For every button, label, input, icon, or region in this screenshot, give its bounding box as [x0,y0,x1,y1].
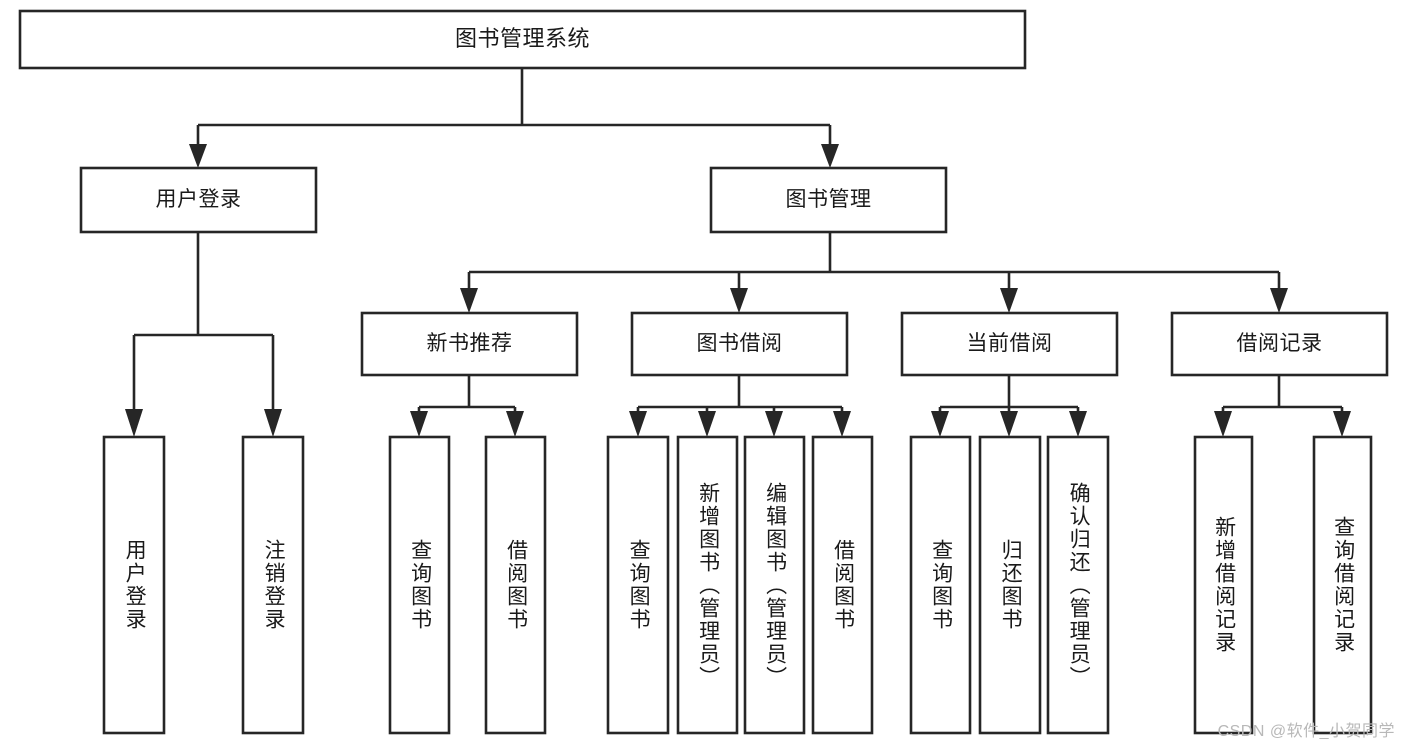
node-box-new-book-recommend[interactable] [360,311,579,377]
node-box-leaf-query-book-2[interactable] [606,435,670,735]
arrow-head-icon [1000,411,1018,437]
node-box-current-borrow[interactable] [900,311,1119,377]
arrow-head-icon [765,411,783,437]
node-box-leaf-query-book-1[interactable] [388,435,451,735]
node-box-leaf-confirm-return-admin[interactable] [1046,435,1110,735]
arrow-head-icon [1069,411,1087,437]
node-box-leaf-query-borrow-record[interactable] [1312,435,1373,735]
connector-group-user-login [125,232,282,437]
arrow-head-icon [506,411,524,437]
connector-group-current-borrow [931,375,1087,437]
node-box-borrow-record[interactable] [1170,311,1389,377]
csdn-watermark: CSDN @软件_小贺同学 [1217,723,1395,740]
arrow-head-icon [1000,288,1018,313]
arrow-head-icon [460,288,478,313]
connector-group-root [189,68,839,168]
arrow-head-icon [1214,411,1232,437]
arrow-head-icon [833,411,851,437]
arrow-head-icon [629,411,647,437]
arrow-head-icon [821,144,839,168]
node-box-leaf-return-book[interactable] [978,435,1042,735]
arrow-head-icon [264,409,282,437]
node-box-leaf-logout[interactable] [241,435,305,735]
node-box-leaf-add-borrow-record[interactable] [1193,435,1254,735]
arrow-head-icon [189,144,207,168]
node-box-leaf-add-book-admin[interactable] [676,435,739,735]
connector-group-book-management [460,232,1288,313]
connector-group-book-borrow [629,375,851,437]
node-box-book-management[interactable] [709,166,948,234]
node-box-user-login[interactable] [79,166,318,234]
arrow-head-icon [1270,288,1288,313]
node-box-leaf-user-login[interactable] [102,435,166,735]
connector-group-borrow-record [1214,375,1351,437]
node-box-leaf-borrow-book-2[interactable] [811,435,874,735]
arrow-head-icon [125,409,143,437]
connector-group-new-book-recommend [410,375,524,437]
node-box-leaf-borrow-book-1[interactable] [484,435,547,735]
arrow-head-icon [730,288,748,313]
node-box-root[interactable] [18,9,1027,70]
arrow-head-icon [410,411,428,437]
arrow-head-icon [1333,411,1351,437]
node-box-leaf-edit-book-admin[interactable] [743,435,806,735]
node-box-leaf-query-book-3[interactable] [909,435,972,735]
arrow-head-icon [698,411,716,437]
node-box-book-borrow[interactable] [630,311,849,377]
arrow-head-icon [931,411,949,437]
